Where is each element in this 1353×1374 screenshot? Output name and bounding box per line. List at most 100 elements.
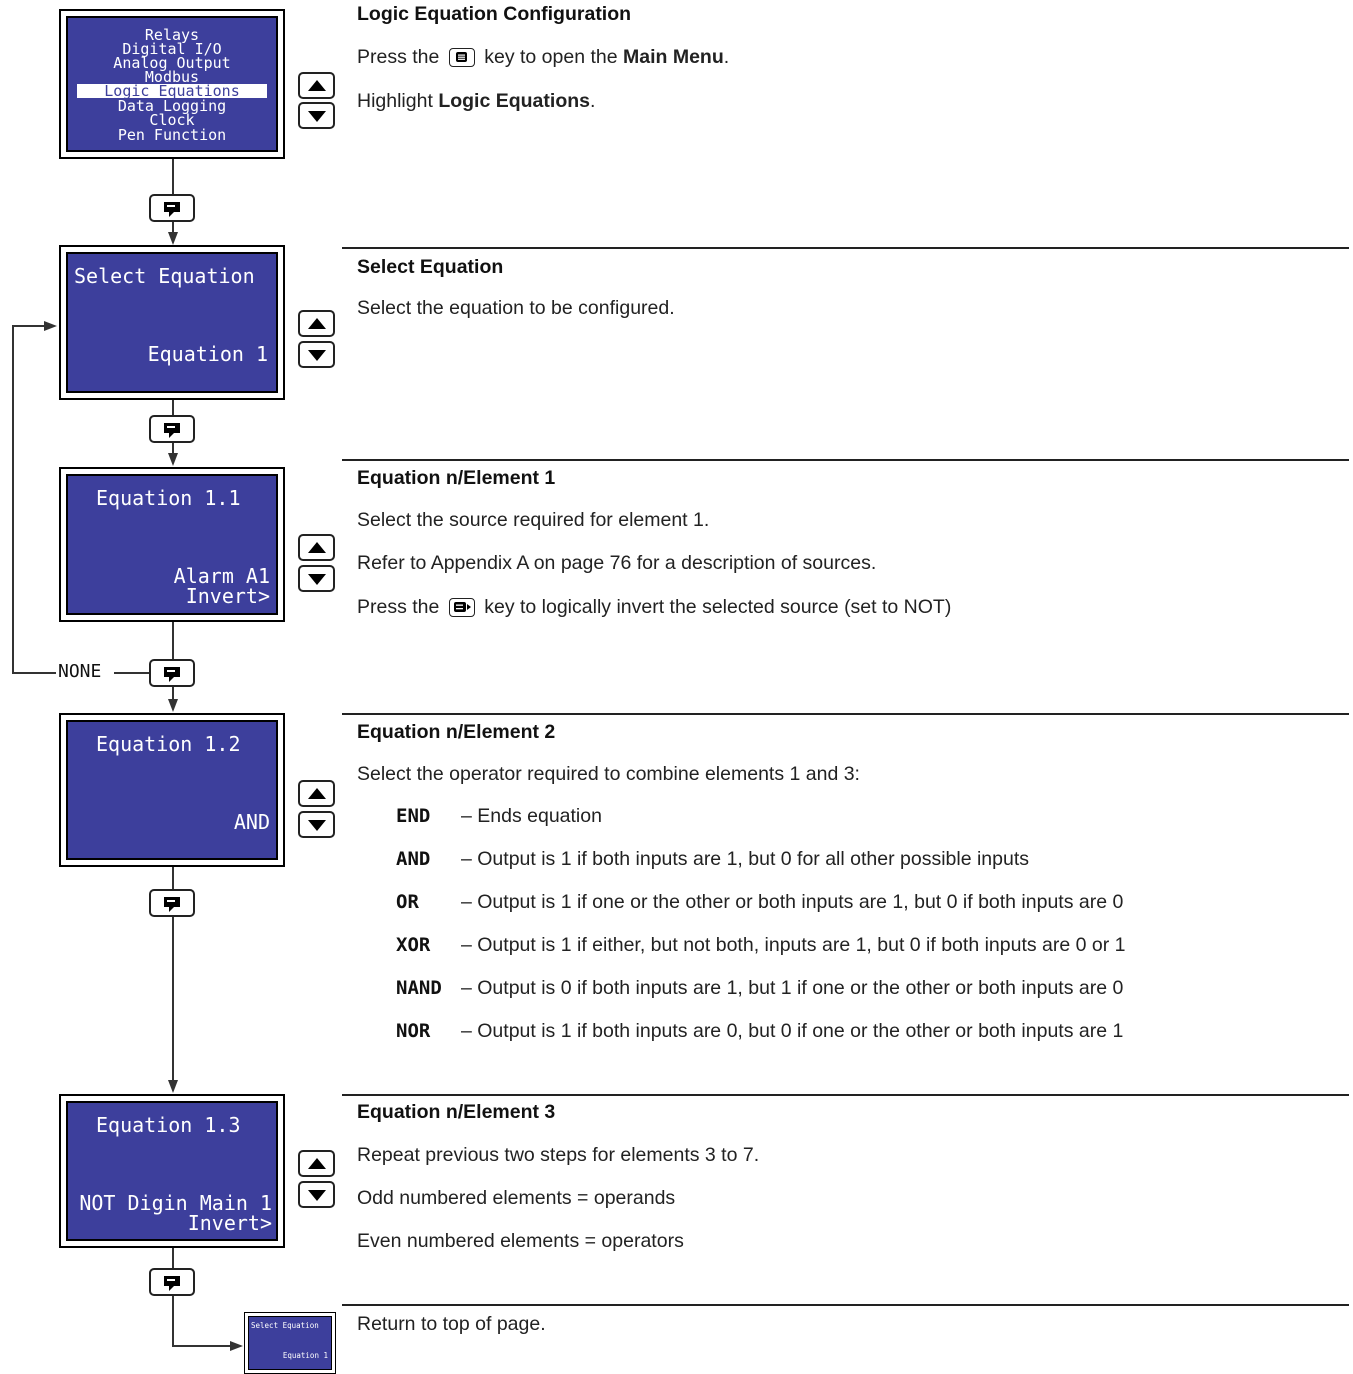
screen-title: Equation 1.3 bbox=[96, 1113, 241, 1137]
operator-description: – Output is 1 if one or the other or bot… bbox=[461, 891, 1124, 913]
instruction-line: Refer to Appendix A on page 76 for a des… bbox=[357, 552, 877, 574]
flow-line bbox=[172, 400, 174, 415]
instruction-line: Highlight Logic Equations. bbox=[357, 90, 595, 113]
up-arrow-key bbox=[298, 534, 335, 561]
flow-arrowhead bbox=[168, 699, 178, 712]
invert-key-icon bbox=[448, 598, 475, 617]
operator-code: END bbox=[396, 805, 431, 827]
text: . bbox=[589, 90, 596, 112]
select-equation-screen: Select Equation Equation 1 bbox=[59, 245, 285, 400]
flow-arrowhead bbox=[168, 232, 178, 245]
flow-line bbox=[172, 917, 174, 1080]
operator-code: NOR bbox=[396, 1020, 431, 1042]
screen-extra: Invert> bbox=[187, 1211, 272, 1235]
return-thumbnail-screen: Select Equation Equation 1 bbox=[244, 1312, 336, 1374]
main-menu-screen: Relays Digital I/O Analog Output Modbus … bbox=[59, 9, 285, 159]
operator-description: – Output is 0 if both inputs are 1, but … bbox=[461, 977, 1124, 999]
down-arrow-icon bbox=[308, 350, 326, 361]
up-arrow-key bbox=[298, 1150, 335, 1177]
section-divider bbox=[342, 713, 1349, 715]
section-heading: Equation n/Element 1 bbox=[357, 467, 556, 489]
select-equation-display: Select Equation Equation 1 bbox=[66, 252, 278, 393]
down-arrow-icon bbox=[308, 111, 326, 122]
menu-item: Clock bbox=[149, 111, 195, 129]
enter-key bbox=[149, 415, 195, 443]
flow-line bbox=[172, 1345, 230, 1347]
enter-icon bbox=[164, 202, 180, 217]
text: key to logically invert the selected sou… bbox=[484, 596, 952, 618]
down-arrow-icon bbox=[308, 820, 326, 831]
flow-line bbox=[172, 687, 174, 699]
up-arrow-icon bbox=[308, 1158, 326, 1169]
element1-screen: Equation 1.1 Alarm A1 Invert> bbox=[59, 467, 285, 622]
text: . bbox=[723, 46, 730, 68]
operator-code: AND bbox=[396, 848, 431, 870]
instruction-line: Press the key to open the Main Menu. bbox=[357, 46, 729, 69]
instruction-line: Select the equation to be configured. bbox=[357, 297, 675, 319]
section-divider bbox=[342, 1304, 1349, 1306]
flow-line bbox=[172, 443, 174, 453]
none-label: NONE bbox=[58, 661, 102, 682]
none-line bbox=[114, 672, 149, 674]
operator-description: – Output is 1 if both inputs are 1, but … bbox=[461, 848, 1030, 870]
operator-code: OR bbox=[396, 891, 419, 913]
loop-line bbox=[12, 325, 14, 673]
down-arrow-key bbox=[298, 811, 335, 838]
instruction-line: Even numbered elements = operators bbox=[357, 1230, 684, 1252]
up-arrow-icon bbox=[308, 542, 326, 553]
element3-screen: Equation 1.3 NOT Digin Main 1 Invert> bbox=[59, 1094, 285, 1248]
down-arrow-key bbox=[298, 341, 335, 368]
menu-item: Analog Output bbox=[113, 54, 231, 72]
text: Press the bbox=[357, 46, 440, 68]
menu-item: Relays bbox=[144, 26, 200, 44]
section-heading: Logic Equation Configuration bbox=[357, 3, 632, 25]
screen-value: AND bbox=[233, 810, 270, 834]
enter-icon bbox=[164, 1276, 180, 1291]
flow-arrowhead bbox=[230, 1341, 243, 1351]
up-arrow-key bbox=[298, 72, 335, 99]
enter-key bbox=[149, 889, 195, 917]
enter-icon bbox=[164, 897, 180, 912]
menu-item: Data Logging bbox=[117, 97, 227, 115]
main-menu-display: Relays Digital I/O Analog Output Modbus … bbox=[66, 16, 278, 152]
instruction-line: Select the source required for element 1… bbox=[357, 509, 710, 531]
section-heading: Equation n/Element 2 bbox=[357, 721, 556, 743]
invert-glyph bbox=[453, 602, 471, 612]
flow-line bbox=[172, 1248, 174, 1268]
bold-text: Logic Equations bbox=[438, 90, 590, 112]
text: Press the bbox=[357, 596, 440, 618]
down-arrow-key bbox=[298, 565, 335, 592]
menu-key-icon bbox=[448, 48, 475, 67]
screen-title: Equation 1.1 bbox=[96, 486, 241, 510]
return-thumbnail-display: Select Equation Equation 1 bbox=[248, 1316, 332, 1370]
text: key to open the bbox=[484, 46, 618, 68]
flow-arrowhead bbox=[168, 453, 178, 466]
flow-line bbox=[172, 622, 174, 659]
operator-code: XOR bbox=[396, 934, 431, 956]
down-arrow-icon bbox=[308, 1190, 326, 1201]
up-arrow-icon bbox=[308, 788, 326, 799]
screen-extra: Invert> bbox=[185, 584, 270, 608]
screen-title: Select Equation bbox=[74, 264, 255, 288]
operator-description: – Output is 1 if either, but not both, i… bbox=[461, 934, 1126, 956]
flow-line bbox=[172, 222, 174, 232]
operator-description: – Output is 1 if both inputs are 0, but … bbox=[461, 1020, 1124, 1042]
up-arrow-icon bbox=[308, 80, 326, 91]
screen-value: Alarm A1 bbox=[173, 564, 270, 588]
screen-title: Equation 1.2 bbox=[96, 732, 241, 756]
enter-key bbox=[149, 194, 195, 222]
menu-item: Pen Function bbox=[117, 126, 227, 144]
instruction-line: Repeat previous two steps for elements 3… bbox=[357, 1144, 760, 1166]
screen-value: Equation 1 bbox=[282, 1351, 328, 1360]
up-arrow-key bbox=[298, 780, 335, 807]
menu-item-selected: Logic Equations bbox=[77, 83, 267, 99]
section-divider bbox=[342, 1094, 1349, 1096]
flow-line bbox=[172, 159, 174, 194]
element3-display: Equation 1.3 NOT Digin Main 1 Invert> bbox=[66, 1101, 278, 1241]
operator-description: – Ends equation bbox=[461, 805, 602, 827]
menu-item: Modbus bbox=[144, 68, 200, 86]
down-arrow-icon bbox=[308, 574, 326, 585]
section-heading: Select Equation bbox=[357, 256, 504, 278]
section-divider bbox=[342, 459, 1349, 461]
element2-display: Equation 1.2 AND bbox=[66, 720, 278, 860]
